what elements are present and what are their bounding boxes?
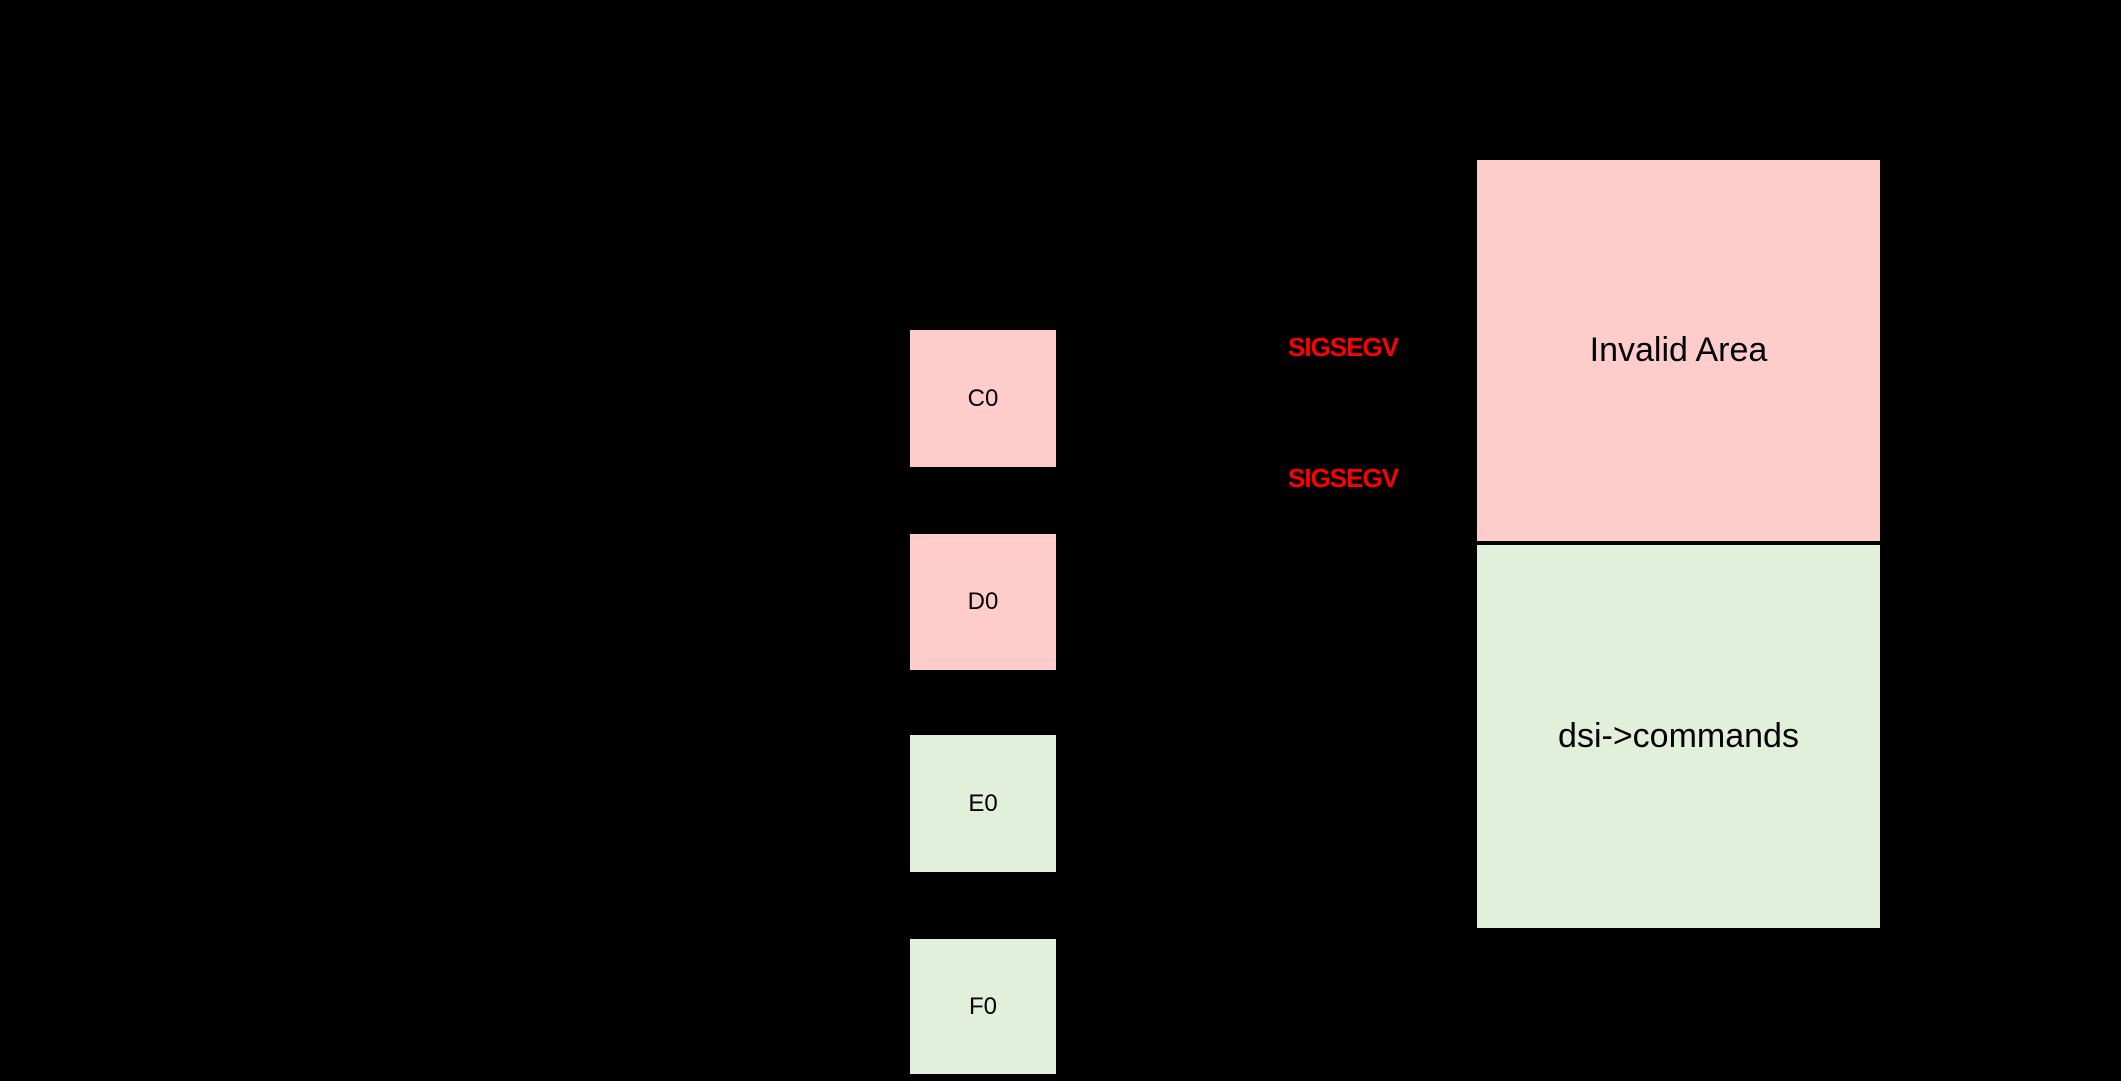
sigsegv-label-2: SIGSEGV [1288, 463, 1399, 493]
region-dsi-commands-label: dsi->commands [1558, 717, 1799, 755]
memory-block-c0-label: C0 [967, 384, 999, 412]
sigsegv-label-1: SIGSEGV [1288, 332, 1399, 362]
memory-block-d0: D0 [908, 532, 1058, 672]
region-invalid-area: Invalid Area [1475, 158, 1882, 543]
memory-block-f0-label: F0 [968, 992, 997, 1020]
memory-block-d0-label: D0 [967, 588, 999, 615]
region-dsi-commands: dsi->commands [1475, 543, 1882, 930]
memory-block-f0: F0 [908, 937, 1058, 1076]
memory-block-e0-label: E0 [968, 789, 998, 817]
region-invalid-area-label: Invalid Area [1589, 331, 1768, 369]
memory-block-c0: C0 [908, 328, 1058, 469]
memory-block-e0: E0 [908, 733, 1058, 874]
